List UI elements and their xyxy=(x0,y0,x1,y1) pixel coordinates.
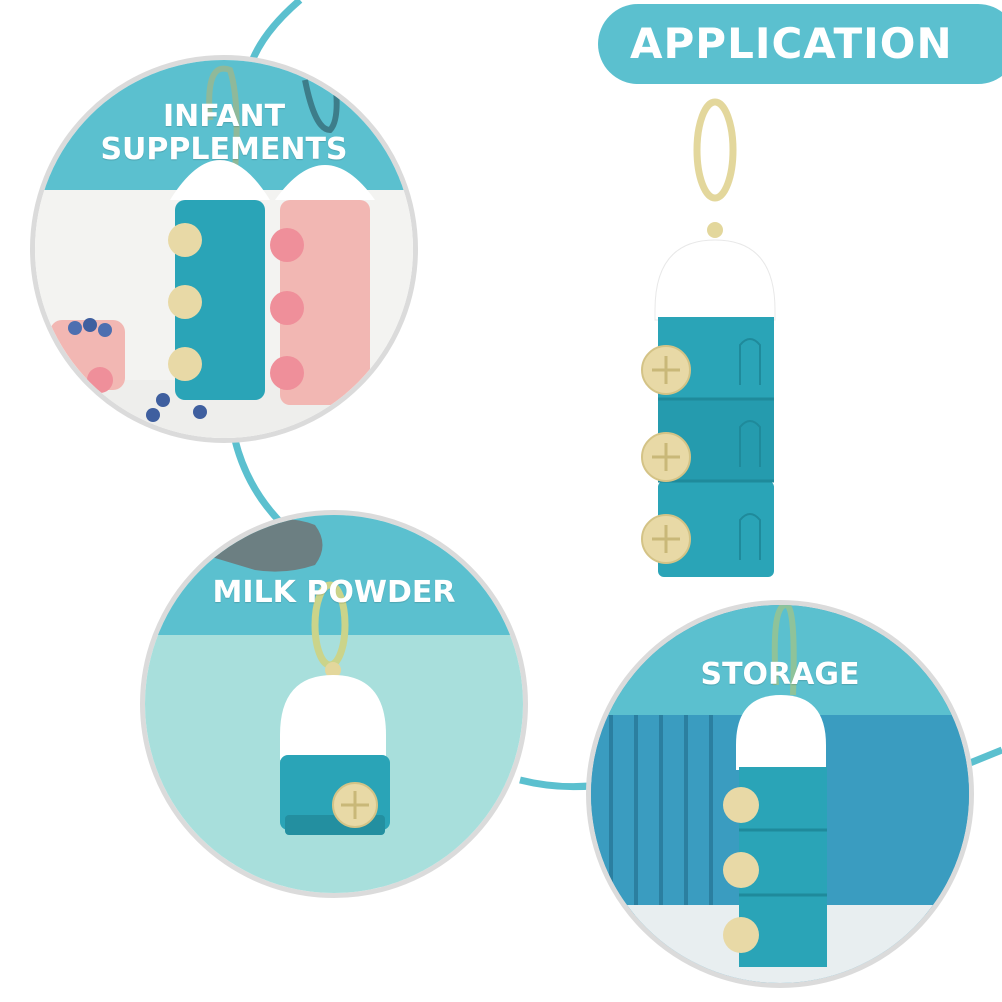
infant-supplements-photo xyxy=(35,60,413,438)
infant-supplements-label-line2: SUPPLEMENTS xyxy=(100,132,348,167)
milk-powder-panel: MILK POWDER xyxy=(140,510,528,898)
milk-powder-label: MILK POWDER xyxy=(212,575,456,610)
storage-label: STORAGE xyxy=(700,657,860,692)
infant-supplements-panel: INFANT SUPPLEMENTS xyxy=(30,55,418,443)
storage-photo xyxy=(591,605,969,983)
milk-powder-photo xyxy=(145,515,523,893)
page-title: APPLICATION xyxy=(598,4,1002,84)
product-image xyxy=(641,98,776,577)
infant-supplements-label: INFANT SUPPLEMENTS xyxy=(35,100,413,166)
storage-panel: STORAGE xyxy=(586,600,974,988)
infant-supplements-label-line1: INFANT xyxy=(162,99,286,134)
